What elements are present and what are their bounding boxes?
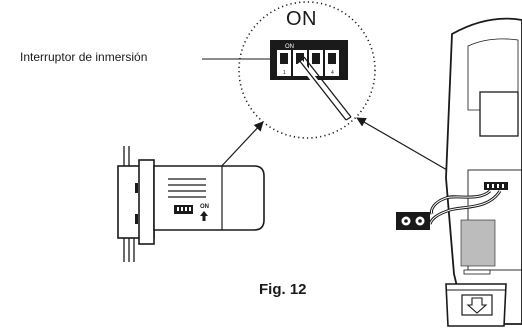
svg-text:1: 1 bbox=[283, 70, 286, 76]
switch-on-small-label: ON bbox=[285, 44, 294, 50]
figure-caption: Fig. 12 bbox=[259, 281, 307, 298]
battery-clip bbox=[396, 212, 430, 230]
receiver-module bbox=[117, 146, 265, 262]
remote-dip-switch bbox=[484, 182, 508, 190]
dip-switch-label: Interruptor de inmersión bbox=[20, 50, 148, 64]
down-arrow-icon bbox=[466, 297, 488, 314]
on-label: ON bbox=[286, 8, 317, 30]
dip-switch-enlarged: 1 4 bbox=[270, 40, 348, 80]
tool-pointer bbox=[297, 56, 352, 121]
remote-display bbox=[479, 91, 519, 137]
remote-control bbox=[396, 17, 522, 327]
module-on-label: ON bbox=[200, 204, 209, 210]
zoom-circle bbox=[238, 1, 376, 139]
svg-text:4: 4 bbox=[331, 70, 334, 76]
